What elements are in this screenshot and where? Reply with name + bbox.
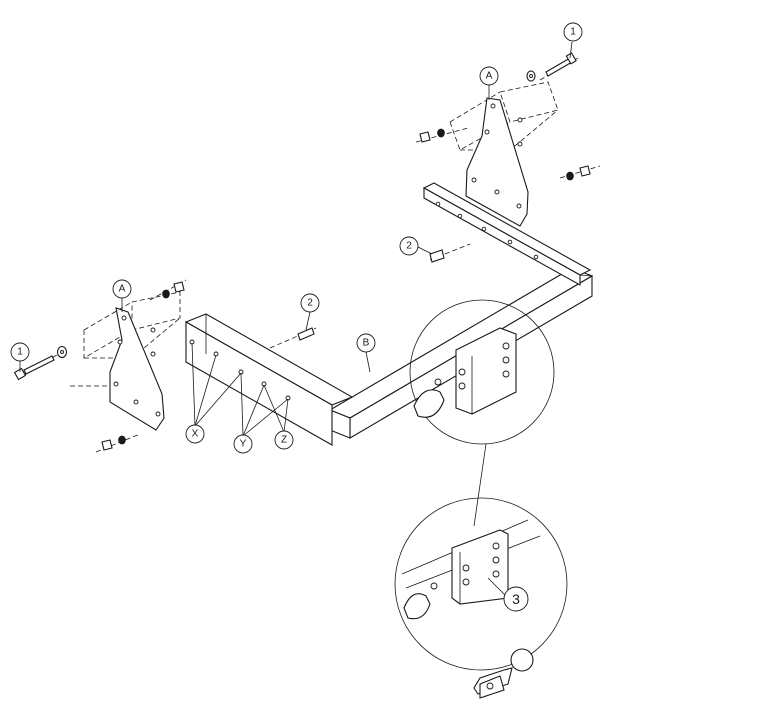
- towball-assembly: [473, 648, 534, 699]
- callout-label: X: [192, 429, 199, 440]
- callout-label: 1: [570, 27, 576, 38]
- detail-leader-line: [473, 443, 487, 527]
- callout-crossbar: B: [356, 333, 376, 373]
- bracket-a-left: [70, 291, 181, 431]
- callout-label: Z: [281, 435, 287, 446]
- callout-label: Y: [240, 439, 247, 450]
- callout-label: A: [486, 71, 493, 82]
- callout-label: A: [119, 284, 126, 295]
- callout-bracket-left: A: [112, 279, 132, 312]
- callout-hole-x: X: [185, 342, 242, 444]
- callout-bolt-left: 1: [10, 342, 30, 372]
- callout-label: 1: [17, 347, 23, 358]
- callout-towball: 3: [487, 577, 529, 612]
- bracket-a-right: [449, 81, 559, 227]
- callout-label: 2: [307, 298, 313, 309]
- callout-screw-upper: 2: [399, 236, 433, 256]
- callout-label: 2: [406, 241, 412, 252]
- callout-bolt-top: 1: [563, 22, 583, 59]
- callout-bracket-right: A: [479, 66, 499, 100]
- bolt-top-hardware: [415, 52, 601, 263]
- callout-screw-mid: 2: [300, 293, 320, 331]
- bolt-left-hardware: [13, 279, 317, 453]
- callout-hole-y: Y: [233, 372, 289, 454]
- callout-hole-z: Z: [263, 384, 294, 450]
- crossbar-beam: [184, 182, 594, 446]
- callout-label: 3: [512, 591, 520, 607]
- detail-circle-lower: [394, 497, 568, 671]
- callout-label: B: [363, 338, 370, 349]
- detail-circle-upper: [409, 299, 555, 445]
